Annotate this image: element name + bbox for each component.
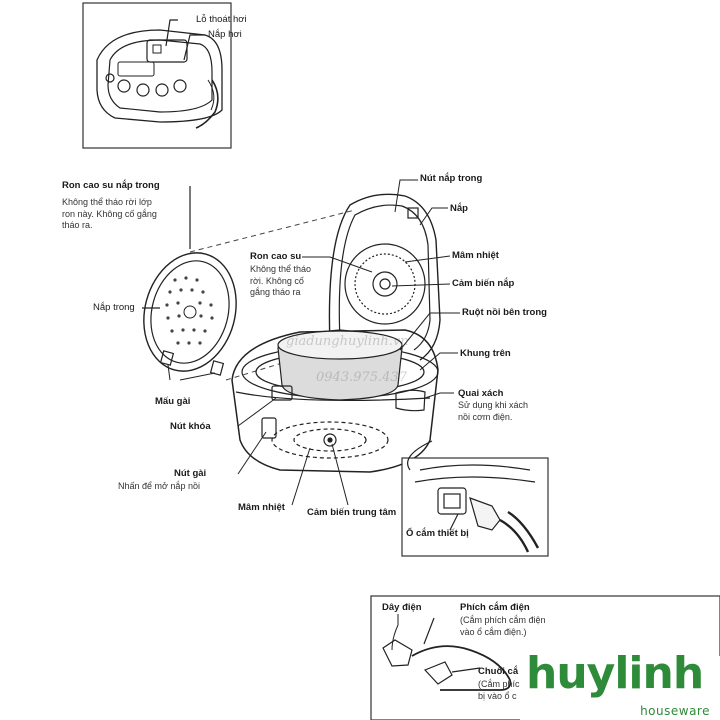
appliance-plug-desc: (Cắm phích bị vào ổ c	[478, 679, 525, 701]
vent-hole-label: Lỗ thoát hơi	[196, 14, 247, 25]
plug-desc: (Cắm phích cắm điện vào ổ cắm điện.)	[460, 615, 546, 637]
lid-sensor-label: Cảm biến nắp	[452, 278, 515, 289]
inner-lid-gasket-label: Ron cao su nắp trong	[62, 180, 160, 191]
outlet-label: Ổ cắm thiết bị	[406, 528, 469, 539]
upper-frame-label: Khung trên	[460, 348, 511, 359]
inner-pot-label: Ruột nồi bên trong	[462, 307, 547, 318]
heating-plate-bottom-label: Mâm nhiệt	[238, 502, 285, 513]
cooker-drawing	[231, 193, 441, 473]
watermark-site: giadunghuylinh.vn	[286, 334, 409, 349]
latch-tabs-label: Mấu gài	[155, 396, 191, 407]
handle-desc: Sử dụng khi xách nồi cơm điện.	[458, 400, 529, 422]
top-inset-box	[82, 2, 232, 149]
inner-lid-button-label: Nút nắp trong	[420, 173, 483, 184]
heating-plate-lid-label: Mâm nhiệt	[452, 250, 499, 261]
gasket-label: Ron cao su	[250, 251, 302, 262]
steam-cap-label: Nắp hơi	[208, 29, 242, 40]
lid-label: Nắp	[450, 203, 468, 214]
gasket-desc: Không thể tháo rời. Không cố gắng tháo r…	[250, 264, 312, 297]
handle-label: Quai xách	[458, 388, 504, 399]
outlet-inset-box	[401, 440, 549, 557]
watermark-phone: 0943.975.437	[316, 370, 407, 385]
lock-button-label: Nút khóa	[170, 421, 211, 432]
inner-lid-gasket-desc: Không thể tháo rời lớp ron này. Không cố…	[62, 197, 157, 230]
huylinh-logo: huylinh houseware	[520, 648, 720, 720]
plug-label: Phích cắm điện	[460, 602, 530, 613]
inner-lid-drawing	[142, 186, 237, 376]
center-sensor-label: Cảm biến trung tâm	[307, 507, 397, 518]
appliance-plug-label: Chuôi cắ	[478, 666, 519, 677]
inner-lid-label: Nắp trong	[93, 302, 135, 313]
cord-label: Dây điện	[382, 602, 422, 613]
logo-main-text: huylinh	[526, 648, 704, 699]
release-button-desc: Nhấn để mở nắp nồi	[118, 481, 200, 491]
logo-sub-text: houseware	[640, 704, 710, 718]
release-button-label: Nút gài	[174, 468, 207, 479]
